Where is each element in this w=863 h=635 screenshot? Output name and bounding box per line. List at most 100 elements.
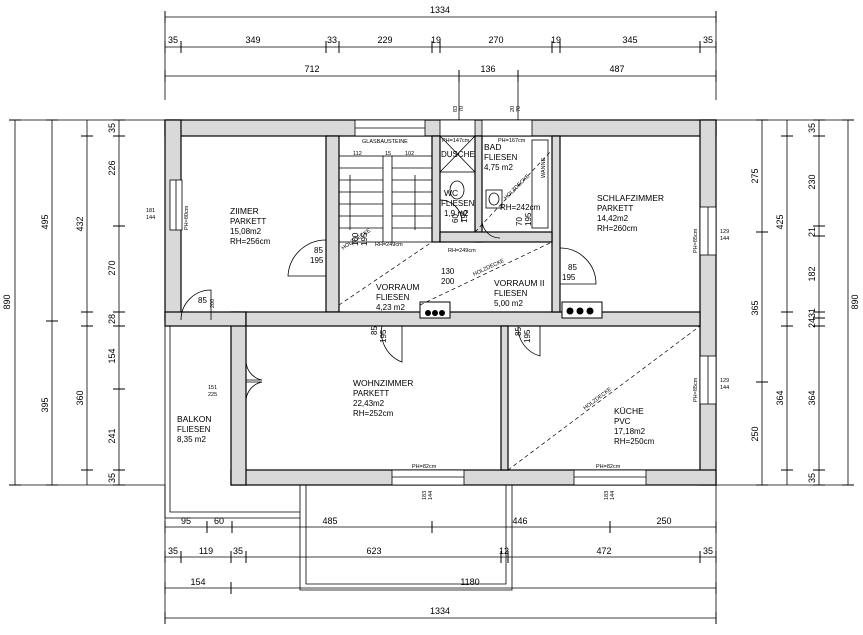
- dim-top-136: 136: [480, 64, 495, 74]
- label-bath-top-1: 20: [510, 106, 516, 112]
- label-bot-win-b-2: 144: [610, 491, 616, 500]
- svg-text:4,23 m2: 4,23 m2: [376, 303, 405, 312]
- room-ziimer: ZIIMER PARKETT 15,08m2 RH=256cm: [230, 206, 271, 246]
- svg-text:PARKETT: PARKETT: [597, 204, 633, 213]
- staircase: [338, 155, 433, 243]
- label-bath-top-4: 70: [459, 106, 465, 112]
- dim-top-6: 270: [488, 35, 503, 45]
- label-stair-top-3: 102: [405, 151, 414, 157]
- label-holzdecke-4: HOLZDECKE: [503, 173, 531, 201]
- label-holzdecke-2: HOLZDECKE: [472, 258, 505, 278]
- label-right-win-2: 144: [720, 236, 729, 242]
- svg-text:VORRAUM II: VORRAUM II: [494, 278, 545, 288]
- label-wanne: WANNE: [541, 157, 547, 178]
- svg-text:RH=250cm: RH=250cm: [614, 437, 655, 446]
- dim-left-in-5: 154: [107, 348, 117, 363]
- svg-text:FLIESEN: FLIESEN: [441, 199, 475, 208]
- door-hall-h: 200: [441, 277, 455, 286]
- room-kueche: KÜCHE PVC 17,18m2 RH=250cm: [614, 406, 655, 446]
- label-ph-147: PH=147cm: [442, 138, 470, 144]
- label-holzdecke-3: HOLZDECKE: [583, 386, 614, 411]
- dim-top-487: 487: [609, 64, 624, 74]
- svg-text:BALKON: BALKON: [177, 414, 212, 424]
- dim-top-2: 349: [245, 35, 260, 45]
- svg-text:WC: WC: [444, 188, 458, 198]
- door-bad-w: 70: [515, 217, 524, 226]
- room-bad: BAD FLIESEN 4,75 m2 RH=242cm: [484, 142, 541, 212]
- door-vorraum-w: 85: [370, 326, 379, 335]
- dim-right-425: 425: [775, 214, 785, 229]
- room-vorraum: VORRAUM FLIESEN 4,23 m2: [376, 282, 419, 312]
- dim-top-8: 345: [622, 35, 637, 45]
- left-dimensions: 890 495 395 432 360 35 226 270 28 154 24…: [2, 119, 165, 486]
- dim-top-1: 35: [168, 35, 178, 45]
- label-stair-top-2: 15: [385, 151, 391, 157]
- label-ph-right-a: PH=85cm: [693, 228, 699, 253]
- dim-left-in-6: 241: [107, 428, 117, 443]
- svg-text:15,08m2: 15,08m2: [230, 227, 262, 236]
- label-left-win-2: 144: [146, 215, 155, 221]
- svg-text:FLIESEN: FLIESEN: [494, 289, 528, 298]
- label-right-win-3: 129: [720, 378, 729, 384]
- door-balkon-w: 85: [198, 296, 207, 305]
- svg-text:14,42m2: 14,42m2: [597, 214, 629, 223]
- room-wohnzimmer: WOHNZIMMER PARKETT 22,43m2 RH=252cm: [353, 378, 413, 418]
- dim-left-total: 890: [2, 294, 12, 309]
- dim-left-395: 395: [40, 397, 50, 412]
- svg-text:RH=260cm: RH=260cm: [597, 224, 638, 233]
- label-bot-win-a-1: 183: [422, 491, 428, 500]
- door-wc-h: 195: [460, 209, 469, 223]
- label-ph-167: PH=167cm: [498, 138, 526, 144]
- dim-right-in-7: 364: [807, 390, 817, 405]
- label-right-win-1: 129: [720, 229, 729, 235]
- door-balkon-h: 200: [210, 299, 216, 308]
- bath-fixtures: [439, 135, 553, 233]
- dim-bot2-1: 35: [168, 546, 178, 556]
- door-bad-h: 195: [524, 212, 533, 226]
- label-ph-82-a: PH=82cm: [412, 464, 437, 470]
- svg-text:ZIIMER: ZIIMER: [230, 206, 259, 216]
- room-vorraum-ii: VORRAUM II FLIESEN 5,00 m2: [494, 278, 545, 308]
- room-wc: WC FLIESEN 1,9 m2: [441, 188, 475, 218]
- svg-text:RH=252cm: RH=252cm: [353, 409, 394, 418]
- dim-right-in-4: 182: [807, 266, 817, 281]
- dim-bot-total: 1334: [430, 606, 450, 616]
- door-hall-w: 130: [441, 267, 455, 276]
- dim-right-in-6: 24: [807, 318, 817, 328]
- dim-left-in-7: 35: [107, 473, 117, 483]
- svg-text:PARKETT: PARKETT: [353, 389, 389, 398]
- dim-bot2-3: 35: [233, 546, 243, 556]
- svg-text:RH=256cm: RH=256cm: [230, 237, 271, 246]
- door-kueche-w: 85: [514, 327, 523, 336]
- label-bot-win-a-2: 144: [428, 491, 434, 500]
- svg-text:8,35 m2: 8,35 m2: [177, 435, 206, 444]
- door-balcony-2: 225: [208, 392, 217, 398]
- windows: [169, 119, 717, 486]
- svg-text:RH=242cm: RH=242cm: [500, 203, 541, 212]
- dim-right-in-5: 31: [807, 308, 817, 318]
- label-ph-82-b: PH=82cm: [596, 464, 621, 470]
- dim-right-in-3: 21: [807, 227, 817, 237]
- door-ziimer-w: 85: [314, 246, 323, 255]
- door-wc-w: 60: [451, 214, 460, 223]
- door-kueche-h: 195: [523, 329, 532, 343]
- label-left-win-1: 181: [146, 208, 155, 214]
- dim-bot-250: 250: [656, 516, 671, 526]
- svg-text:VORRAUM: VORRAUM: [376, 282, 419, 292]
- dim-bot2-4: 623: [366, 546, 381, 556]
- door-vorraum-h: 195: [379, 329, 388, 343]
- label-stair-top-1: 112: [353, 151, 362, 157]
- door-stair-h: 195: [360, 232, 369, 246]
- balcony-outline: [164, 320, 513, 591]
- label-bot-win-b-1: 183: [604, 491, 610, 500]
- dim-bot2-5: 12: [499, 546, 509, 556]
- label-right-win-4: 144: [720, 385, 729, 391]
- svg-text:BAD: BAD: [484, 142, 501, 152]
- bottom-dimensions: 95 60 485 446 250 35 119 35 623 12 472 3…: [164, 485, 717, 624]
- dim-bot-60: 60: [214, 516, 224, 526]
- svg-text:FLIESEN: FLIESEN: [376, 293, 410, 302]
- door-stair-w: 100: [351, 232, 360, 246]
- svg-text:WOHNZIMMER: WOHNZIMMER: [353, 378, 413, 388]
- dim-top-3: 33: [327, 35, 337, 45]
